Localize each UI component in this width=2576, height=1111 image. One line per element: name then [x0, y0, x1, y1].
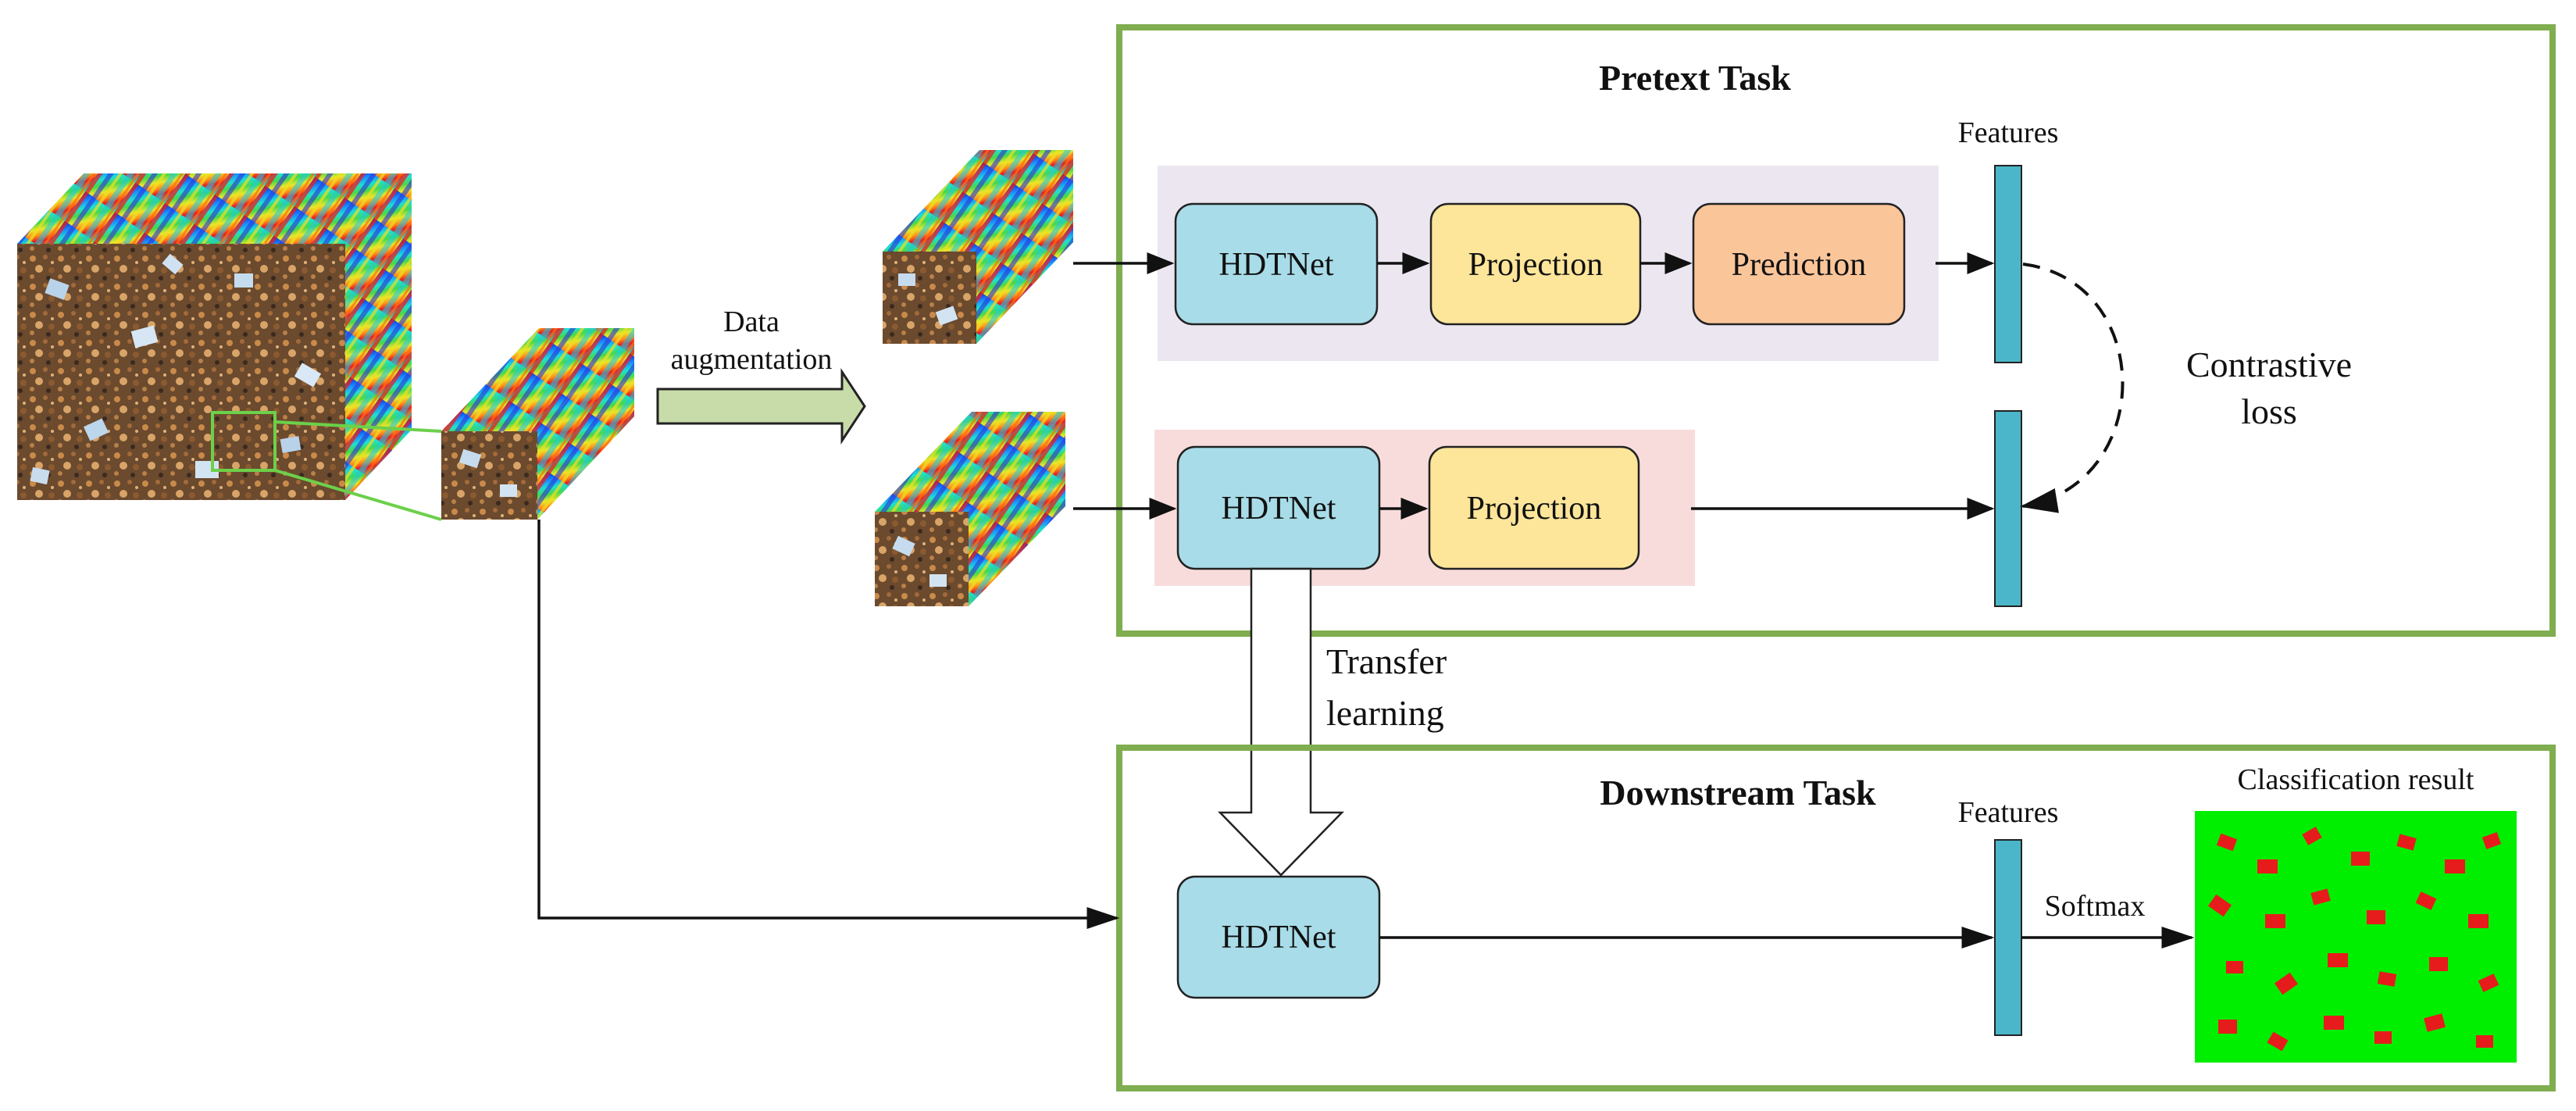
bottom-projection-block: Projection	[1428, 445, 1640, 570]
pretext-feature-bar-top	[1994, 165, 2022, 363]
contrastive-loss-label-line1: Contrastive	[2186, 345, 2352, 384]
prediction-label: Prediction	[1732, 247, 1867, 283]
top-hdtnet-label: HDTNet	[1219, 247, 1334, 283]
augmentation-arrow	[656, 367, 866, 445]
downstream-feature-bar	[1994, 839, 2022, 1036]
pretext-arrows	[1073, 252, 1995, 520]
hyperspectral-cube	[17, 173, 442, 521]
augmented-cube-top	[883, 150, 1073, 344]
pretext-task-frame	[1116, 24, 2556, 637]
bottom-hdtnet-label: HDTNet	[1222, 491, 1336, 527]
top-projection-label: Projection	[1468, 247, 1604, 283]
contrastive-loss-label-line2: loss	[2241, 391, 2297, 431]
augmented-cube-bottom	[875, 412, 1065, 606]
bottom-hdtnet-block: HDTNet	[1176, 445, 1381, 570]
classification-result-label: Classification result	[2238, 763, 2474, 796]
pretext-task-title: Pretext Task	[1599, 58, 1791, 98]
transfer-learning-arrow	[1218, 567, 1344, 877]
patch-cube	[441, 328, 634, 520]
classification-result-map	[2195, 811, 2517, 1063]
augmentation-label-line2: augmentation	[671, 343, 833, 376]
patch-to-downstream-line	[537, 520, 1120, 929]
downstream-features-label: Features	[1958, 796, 2059, 829]
pretext-feature-bar-bottom	[1994, 410, 2022, 607]
top-projection-block: Projection	[1429, 202, 1642, 326]
transfer-label-line2: learning	[1326, 693, 1444, 733]
top-hdtnet-block: HDTNet	[1174, 202, 1379, 326]
contrastive-loss-arc	[2020, 263, 2125, 513]
softmax-label: Softmax	[2045, 890, 2146, 923]
bottom-projection-label: Projection	[1467, 491, 1602, 527]
downstream-task-title: Downstream Task	[1600, 773, 1876, 813]
downstream-hdtnet-block: HDTNet	[1176, 875, 1381, 999]
downstream-hdtnet-label: HDTNet	[1222, 920, 1336, 956]
prediction-block: Prediction	[1692, 202, 1906, 326]
augmentation-label-line1: Data	[723, 305, 780, 338]
pretext-features-label: Features	[1958, 116, 2059, 149]
transfer-label-line1: Transfer	[1326, 641, 1447, 681]
